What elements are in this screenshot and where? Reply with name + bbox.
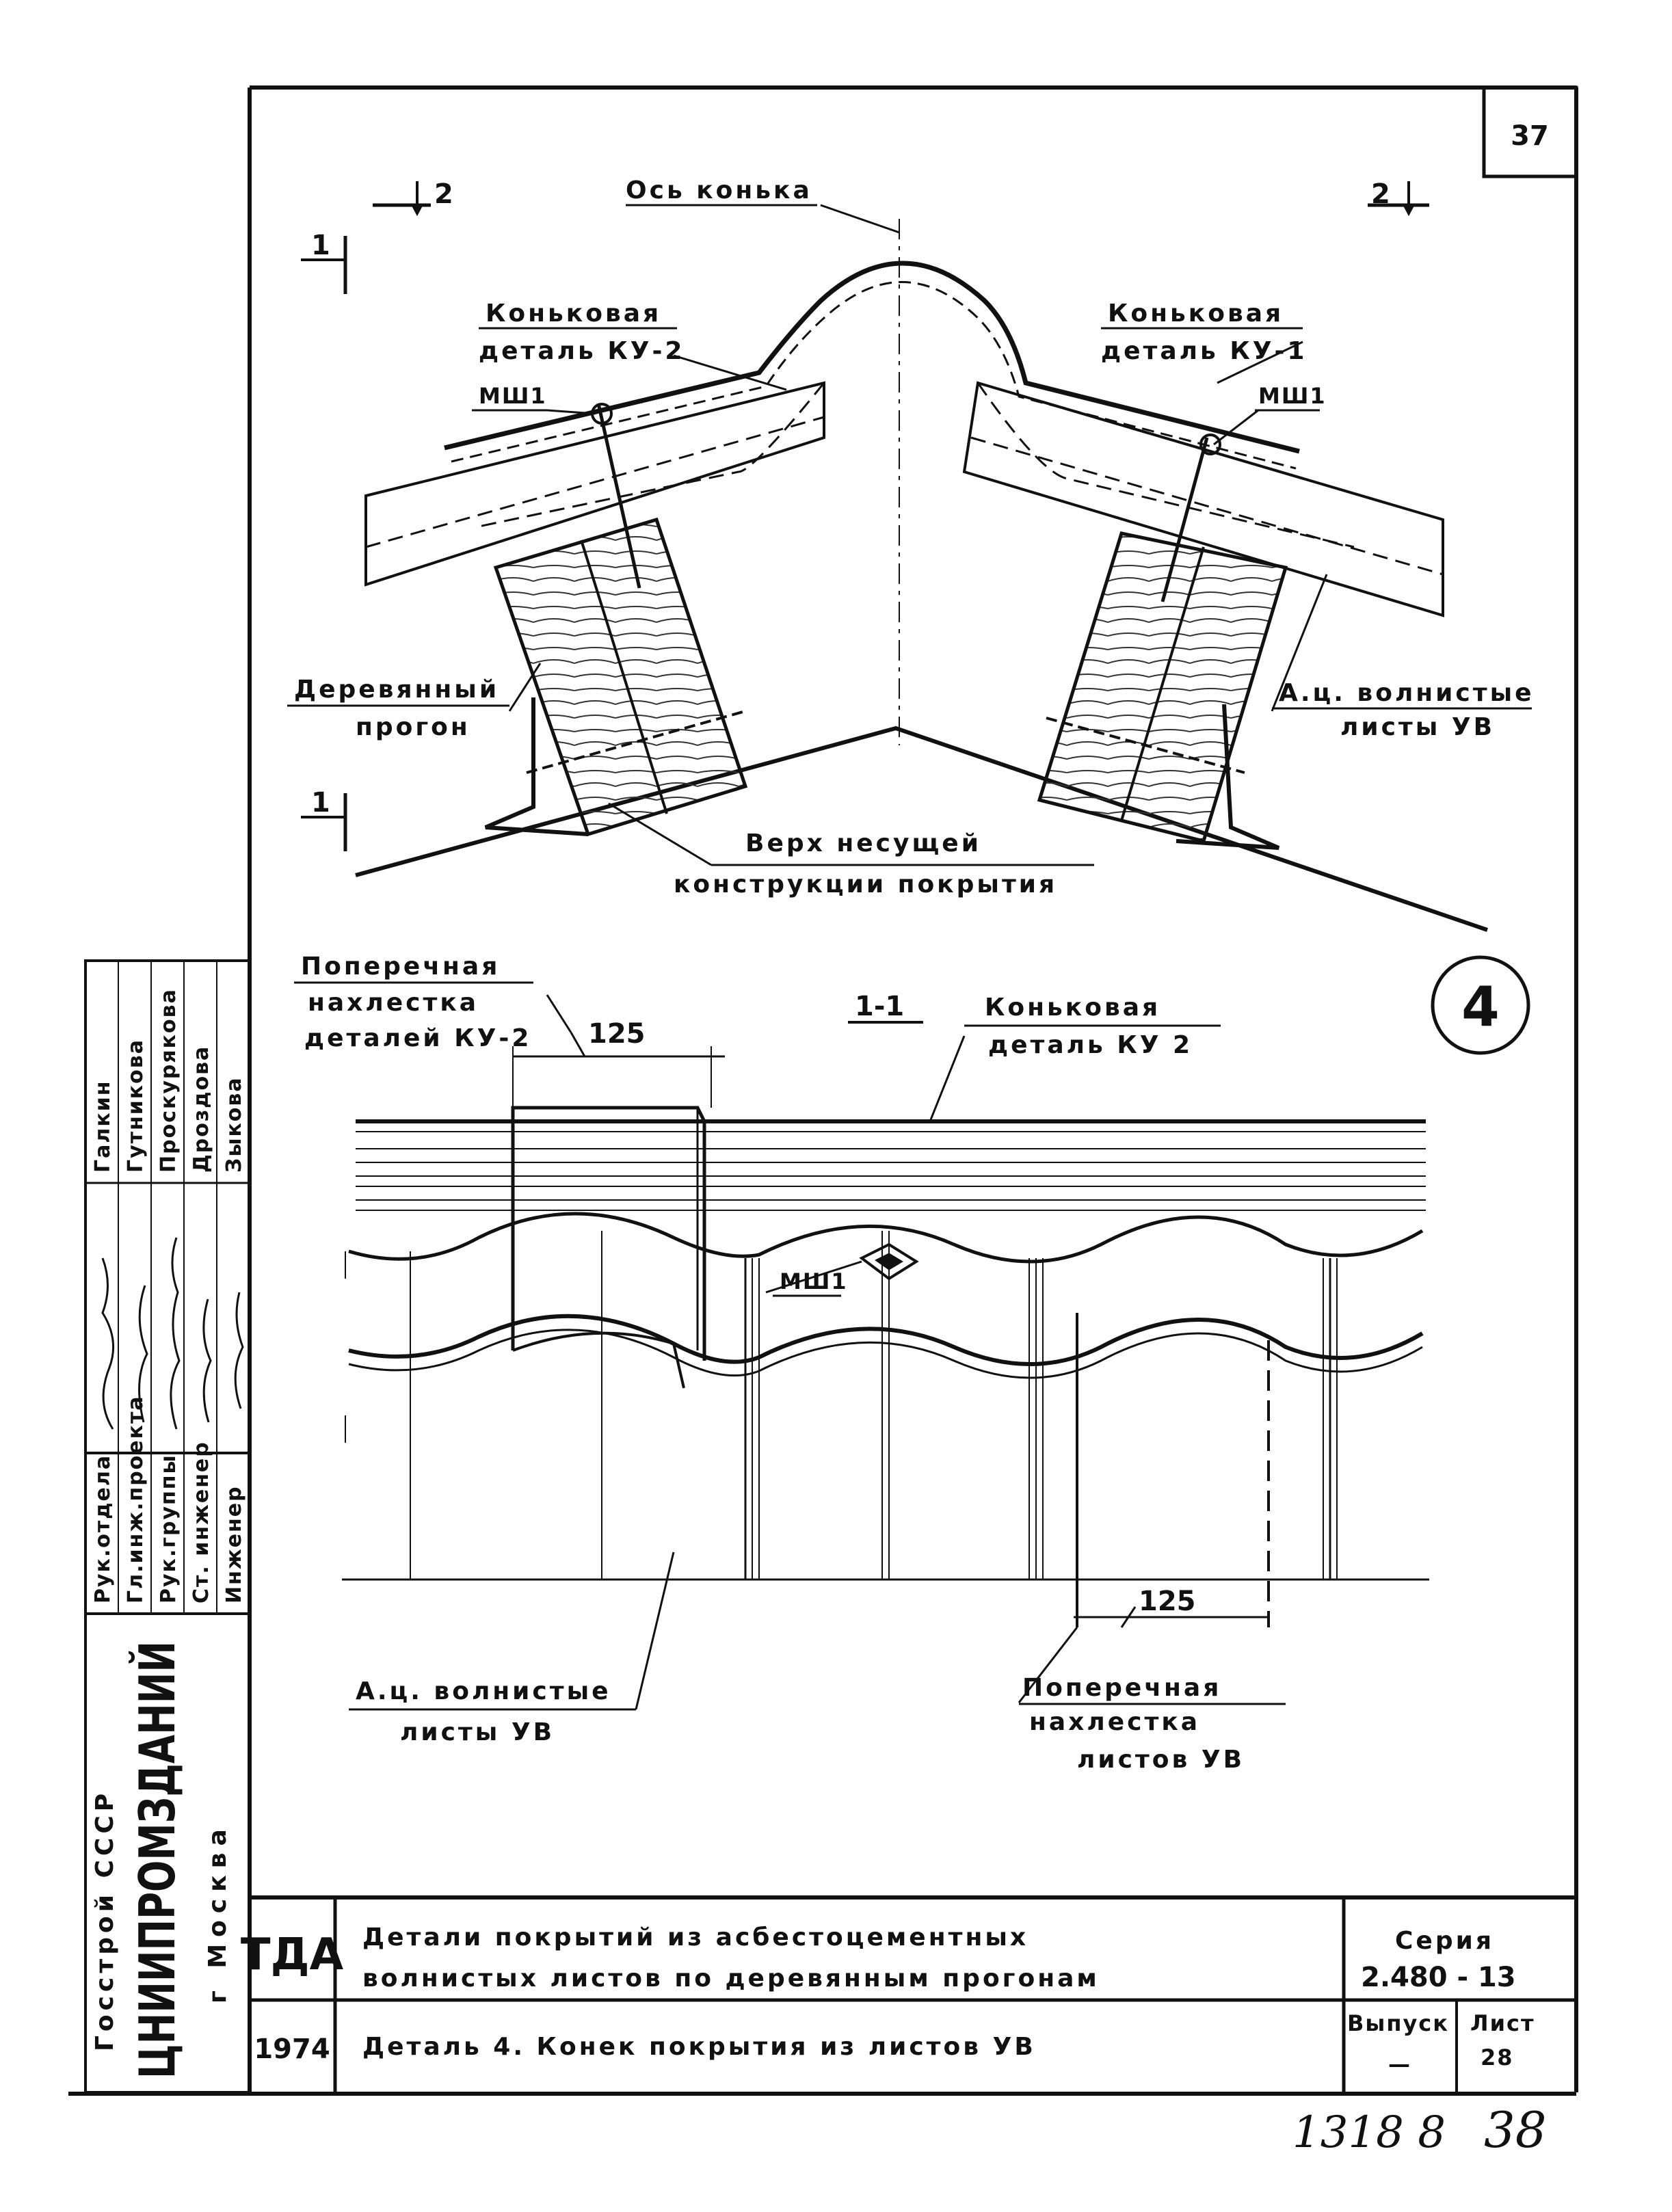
section-1-1 — [342, 994, 1429, 1710]
sheet-value: 28 — [1481, 2044, 1514, 2070]
overlap-bottom-line3: листов УВ — [1077, 1746, 1245, 1774]
overlap-top-line1: Поперечная — [301, 952, 500, 981]
sheets-top-line2: листы УВ — [1340, 713, 1495, 741]
ridge-left-line1: Коньковая — [486, 299, 661, 328]
stamp-org-line3: г Москва — [204, 1822, 232, 2003]
dim-bottom-label: 125 — [1139, 1586, 1196, 1617]
title-subtitle: Деталь 4. Конек покрытия из листов УВ — [362, 2033, 1036, 2061]
series-label: Серия — [1395, 1927, 1494, 1955]
ridge-section-line1: Коньковая — [985, 994, 1160, 1022]
stamp-role-3: Рук.группы — [157, 1454, 181, 1603]
stamp-role-5: Инженер — [222, 1485, 246, 1603]
ridge-right-line2: деталь КУ-1 — [1101, 337, 1307, 365]
stamp-name-4: Дроздова — [189, 1045, 213, 1173]
title-code: ТДА — [241, 1930, 344, 1980]
section-mark-right-label: 2 — [1371, 178, 1390, 210]
handwritten-note: 1318 8 — [1292, 2107, 1446, 2158]
title-year: 1974 — [254, 2034, 330, 2065]
dim-top-label: 125 — [588, 1018, 646, 1050]
ridge-axis-label: Ось конька — [626, 176, 812, 204]
stamp-name-3: Проскурякова — [157, 988, 181, 1173]
ridge-cross-section — [355, 204, 1488, 932]
stamp-role-2: Гл.инж.проекта — [124, 1395, 148, 1603]
issue-value: — — [1388, 2051, 1411, 2077]
side-stamp — [84, 959, 251, 2094]
page-number: 37 — [1511, 120, 1549, 152]
sheets-top-line1: А.ц. волнистые — [1279, 679, 1535, 707]
stamp-name-1: Галкин — [91, 1080, 115, 1173]
overlap-top-line3: деталей КУ-2 — [304, 1024, 531, 1052]
handwritten-page: 38 — [1484, 2101, 1547, 2159]
sheet-frame — [68, 85, 1578, 2096]
stamp-org-line2: ЦНИИПРОМЗДАНИЙ — [129, 1641, 186, 2079]
overlap-bottom-line1: Поперечная — [1022, 1674, 1221, 1702]
section-marks — [301, 181, 1429, 851]
ridge-left-line2: деталь КУ-2 — [479, 337, 685, 365]
stamp-roles: Рук.отдела Гл.инж.проекта Рук.группы Ст.… — [91, 1395, 246, 1603]
stamp-names: Галкин Гутникова Проскурякова Дроздова З… — [91, 988, 246, 1173]
overlap-top-line2: нахлестка — [308, 989, 479, 1017]
purlin-line2: прогон — [356, 713, 470, 741]
stamp-role-4: Ст. инженер — [189, 1441, 213, 1603]
fastener-section-label: МШ1 — [780, 1268, 848, 1294]
page-number-box: 37 — [1482, 85, 1578, 178]
sheets-section-line2: листы УВ — [400, 1718, 555, 1746]
stamp-name-2: Гутникова — [124, 1039, 148, 1173]
stamp-organization: Госстрой СССР ЦНИИПРОМЗДАНИЙ г Москва — [91, 1641, 232, 2079]
stamp-signatures — [101, 1237, 244, 1430]
structure-line2: конструкции покрытия — [674, 870, 1057, 898]
overlap-bottom-line2: нахлестка — [1029, 1708, 1200, 1736]
cut-mark-top-label: 1 — [311, 230, 330, 261]
series-value: 2.480 - 13 — [1361, 1962, 1516, 1993]
fastener-right-label: МШ1 — [1258, 383, 1327, 409]
detail-number-circle: 4 — [1431, 955, 1530, 1055]
fastener-left-label: МШ1 — [479, 383, 547, 409]
sheet-label: Лист — [1470, 2010, 1535, 2036]
purlin-line1: Деревянный — [294, 676, 499, 704]
ridge-right-line1: Коньковая — [1108, 299, 1284, 328]
detail-number: 4 — [1461, 975, 1500, 1039]
stamp-name-5: Зыкова — [222, 1076, 246, 1173]
cut-mark-bottom-label: 1 — [311, 787, 330, 818]
stamp-role-1: Рук.отдела — [91, 1454, 115, 1603]
section-mark-left-label: 2 — [434, 178, 453, 210]
ridge-section-line2: деталь КУ 2 — [988, 1031, 1193, 1059]
section-title: 1-1 — [855, 991, 904, 1022]
title-line1: Детали покрытий из асбестоцементных — [362, 1923, 1029, 1951]
sheets-section-line1: А.ц. волнистые — [356, 1677, 611, 1705]
issue-label: Выпуск — [1347, 2010, 1449, 2036]
structure-line1: Верх несущей — [745, 829, 981, 857]
title-line2: волнистых листов по деревянным прогонам — [362, 1964, 1100, 1993]
stamp-org-line1: Госстрой СССР — [91, 1789, 119, 2051]
title-block — [250, 1895, 1576, 2092]
